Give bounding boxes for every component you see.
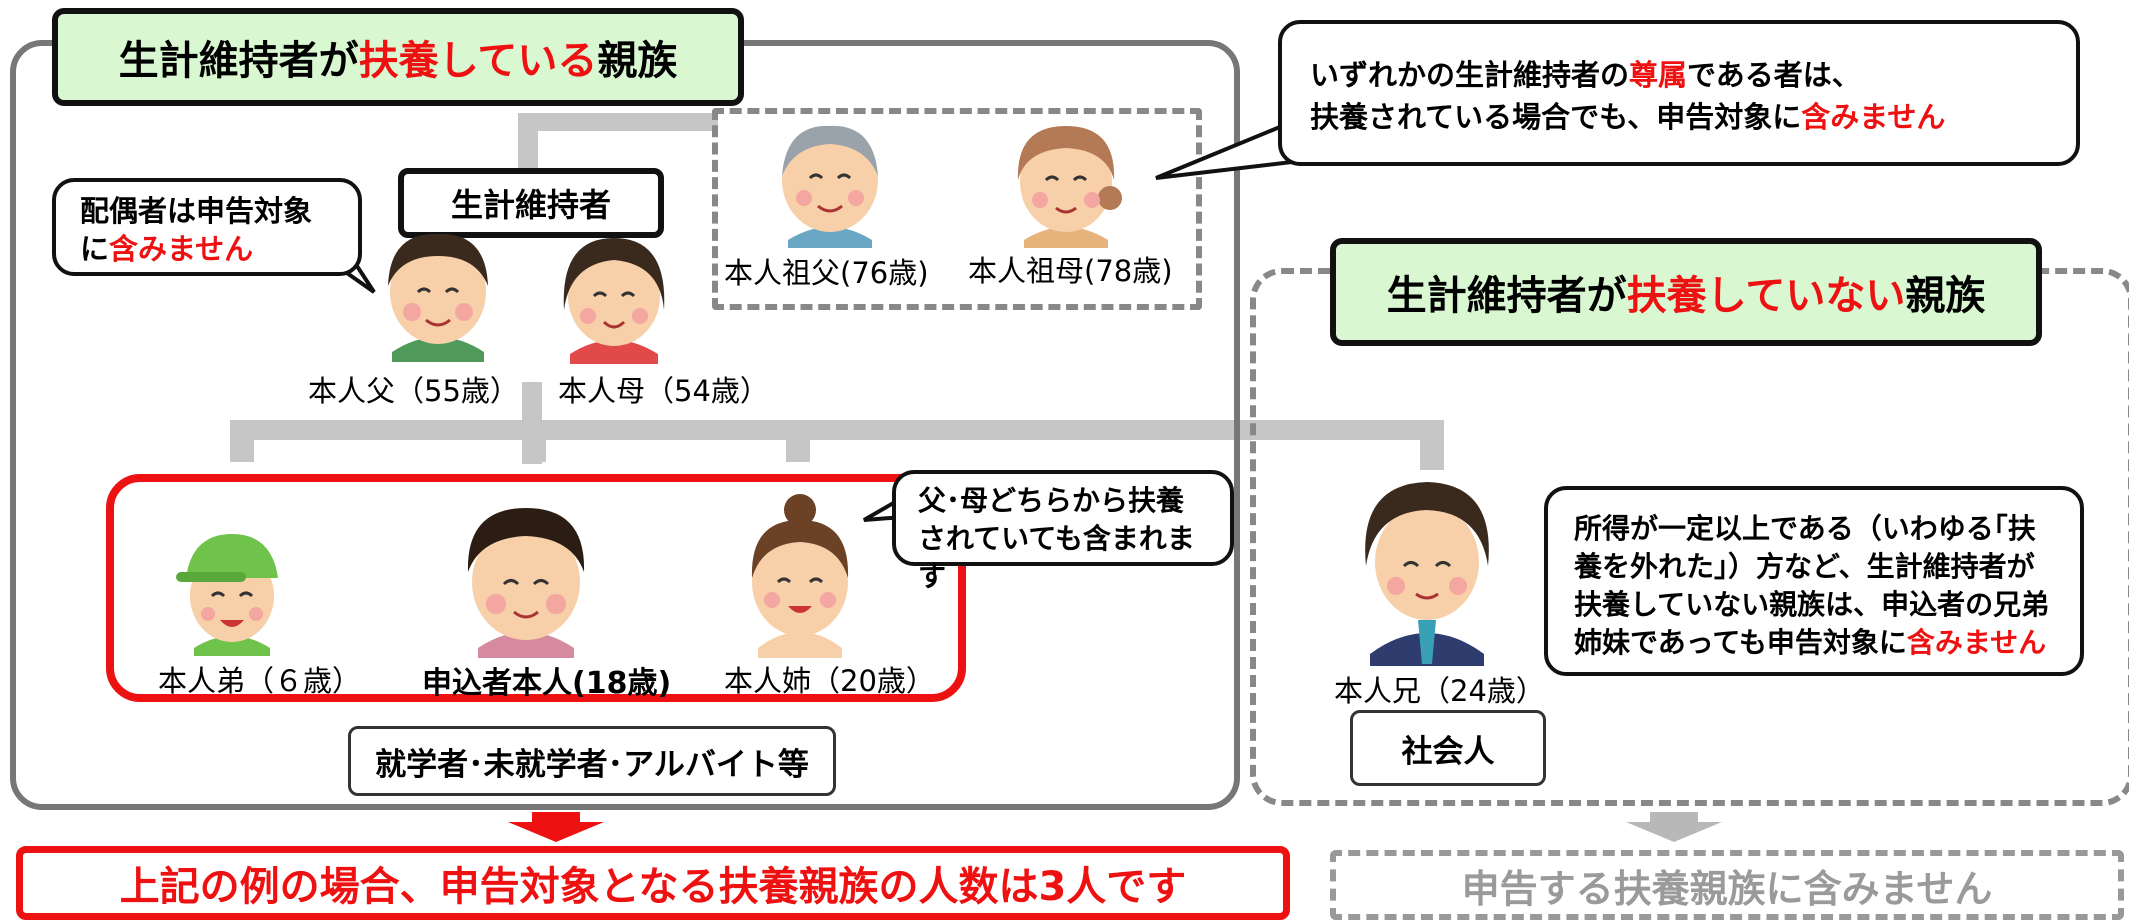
applicant-label: 申込者本人(18歳) xyxy=(422,666,672,701)
nd-title-pre: 生計維持者が xyxy=(1386,273,1627,319)
breadwinner-text: 生計維持者 xyxy=(450,186,611,224)
spouse-note: 配偶者は申告対象 に含みません xyxy=(52,178,362,276)
nd-note-line4-red: 含みません xyxy=(1906,626,2047,659)
student-tag: 就学者･未就学者･アルバイト等 xyxy=(348,726,836,796)
spouse-note-line1: 配偶者は申告対象 xyxy=(80,194,313,228)
student-tag-text: 就学者･未就学者･アルバイト等 xyxy=(375,746,809,783)
result-excluded: 申告する扶養親族に含みません xyxy=(1330,850,2124,920)
worker-tag: 社会人 xyxy=(1350,710,1546,786)
nd-note-line2: 養を外れた｣）方など、生計維持者が xyxy=(1574,550,2035,583)
father-label: 本人父（55歳） xyxy=(308,374,519,408)
nondependent-note: 所得が一定以上である（いわゆる｢扶 養を外れた｣）方など、生計維持者が 扶養して… xyxy=(1544,486,2084,676)
father-illustration xyxy=(388,233,488,362)
nd-note-line3: 扶養していない親族は、申込者の兄弟 xyxy=(1574,588,2050,621)
spouse-note-pre: に xyxy=(80,232,110,266)
connector-child-3 xyxy=(786,420,810,462)
grandfather-illustration xyxy=(782,125,878,248)
title-pre: 生計維持者が xyxy=(118,38,359,84)
elder-sister-label: 本人姉（20歳） xyxy=(724,664,935,698)
nd-note-line1: 所得が一定以上である（いわゆる｢扶 xyxy=(1574,512,2036,545)
down-arrow-red xyxy=(508,812,604,842)
result-excluded-text: 申告する扶養親族に含みません xyxy=(1461,866,1993,911)
counted-children-frame xyxy=(106,474,966,702)
lineal-line1-pre: いずれかの生計維持者の xyxy=(1310,58,1630,92)
younger-brother-label: 本人弟（６歳） xyxy=(158,664,362,698)
lineal-note: いずれかの生計維持者の尊属である者は、 扶養されている場合でも、申告対象に含みま… xyxy=(1278,20,2080,166)
nd-title-red: 扶養していない xyxy=(1626,273,1906,319)
grandmother-label: 本人祖母(78歳) xyxy=(968,254,1173,288)
applicant-illustration xyxy=(467,508,585,658)
title-red: 扶養している xyxy=(358,38,598,84)
mother-illustration xyxy=(563,238,665,364)
nd-note-line4: 姉妹であっても申告対象に含みません xyxy=(1574,624,2054,662)
result-included-text: 上記の例の場合、申告対象となる扶養親族の人数は3人です xyxy=(119,864,1187,910)
lineal-line2-pre: 扶養されている場合でも、申告対象に xyxy=(1310,100,1802,134)
breadwinner-label: 生計維持者 xyxy=(398,168,664,238)
grandparents-frame xyxy=(712,108,1202,310)
younger-brother-illustration xyxy=(176,534,278,656)
lineal-note-line2: 扶養されている場合でも、申告対象に含みません xyxy=(1310,96,2048,138)
parent-note-line1: 父･母どちらから扶養 xyxy=(918,484,1185,517)
lineal-note-line1: いずれかの生計維持者の尊属である者は、 xyxy=(1310,54,2048,96)
connector-child-1 xyxy=(230,420,254,462)
elder-brother-label: 本人兄（24歳） xyxy=(1334,674,1545,708)
grandmother-illustration xyxy=(1017,126,1122,248)
lineal-line1-post: である者は、 xyxy=(1687,58,1861,92)
lineal-bubble-tail xyxy=(1155,120,1293,180)
connector-grandparents-bar xyxy=(518,113,718,131)
worker-tag-text: 社会人 xyxy=(1401,733,1495,770)
nd-title-post: 親族 xyxy=(1905,273,1986,319)
spouse-note-red: 含みません xyxy=(109,232,254,266)
grandfather-label: 本人祖父(76歳) xyxy=(724,256,929,290)
connector-child-4 xyxy=(1420,420,1444,470)
result-included: 上記の例の場合、申告対象となる扶養親族の人数は3人です xyxy=(16,846,1290,920)
elder-brother-illustration xyxy=(1365,482,1489,666)
parent-note: 父･母どちらから扶養 されていても含まれます xyxy=(892,470,1234,593)
lineal-line2-red: 含みません xyxy=(1801,100,1946,134)
lineal-line1-red: 尊属 xyxy=(1629,58,1688,92)
dependent-group-title: 生計維持者が扶養している親族 xyxy=(52,8,744,106)
parent-note-line2: されていても含まれます xyxy=(918,522,1195,593)
down-arrow-gray xyxy=(1626,812,1722,842)
nondependent-group-title: 生計維持者が扶養していない親族 xyxy=(1330,238,2042,346)
spouse-note-line2: に含みません xyxy=(80,230,334,268)
connector-child-2 xyxy=(522,420,546,462)
title-post: 親族 xyxy=(597,38,678,84)
nd-note-line4-pre: 姉妹であっても申告対象に xyxy=(1574,626,1907,659)
elder-sister-illustration xyxy=(751,494,849,658)
mother-label: 本人母（54歳） xyxy=(558,374,769,408)
